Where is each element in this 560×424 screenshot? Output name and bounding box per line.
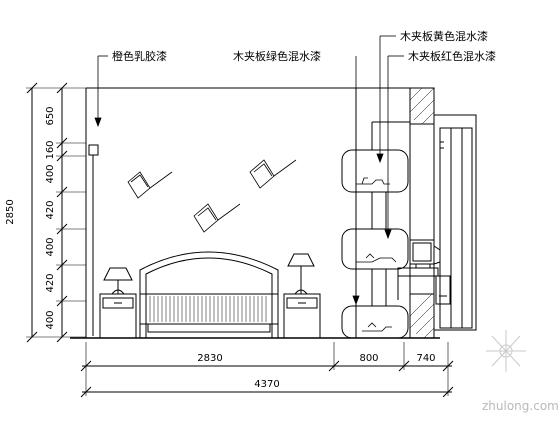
room-outline xyxy=(70,87,440,339)
material-labels: 橙色乳胶漆 木夹板绿色混水漆 木夹板黄色混水漆 木夹板红色混水漆 xyxy=(112,29,496,63)
dimension-label: 420 xyxy=(45,200,56,219)
wall-decor xyxy=(127,159,297,233)
vertical-total-label: 2850 xyxy=(5,199,16,224)
dimension-label: 400 xyxy=(45,237,56,256)
watermark-text: zhulong.com xyxy=(482,399,559,413)
display-shelf xyxy=(341,88,410,339)
dimension-label: 650 xyxy=(45,106,56,125)
dimension-label: 740 xyxy=(416,353,435,364)
annotation-leaders xyxy=(94,35,404,306)
watermark: zhulong.com xyxy=(482,330,559,413)
dimension-label: 400 xyxy=(45,164,56,183)
left-nightstand xyxy=(99,267,137,339)
label-orange-latex: 橙色乳胶漆 xyxy=(112,49,167,63)
dimension-label: 2830 xyxy=(197,353,222,364)
desk-with-monitor xyxy=(397,239,451,305)
label-plywood-red: 木夹板红色混水漆 xyxy=(408,49,496,63)
dimension-label: 400 xyxy=(45,310,56,329)
label-plywood-yellow: 木夹板黄色混水漆 xyxy=(400,29,488,43)
dimension-label: 160 xyxy=(45,140,56,159)
bed xyxy=(139,251,279,338)
right-nightstand xyxy=(283,253,321,339)
horizontal-dimension-chain: 2830 800 740 4370 xyxy=(80,342,454,398)
vertical-dimension-chain: 2850 650 160 400 420 400 420 400 xyxy=(5,82,86,343)
horizontal-total-label: 4370 xyxy=(254,379,279,390)
right-wall-section xyxy=(409,87,477,339)
label-plywood-green: 木夹板绿色混水漆 xyxy=(233,49,321,63)
dimension-label: 800 xyxy=(359,353,378,364)
dimension-label: 420 xyxy=(45,273,56,292)
